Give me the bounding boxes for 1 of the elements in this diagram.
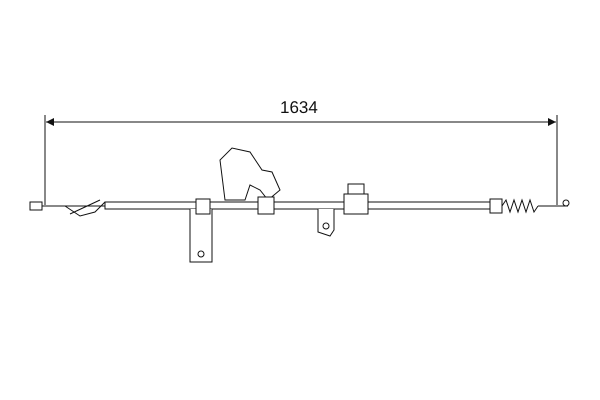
- dimension-label: 1634: [280, 98, 318, 118]
